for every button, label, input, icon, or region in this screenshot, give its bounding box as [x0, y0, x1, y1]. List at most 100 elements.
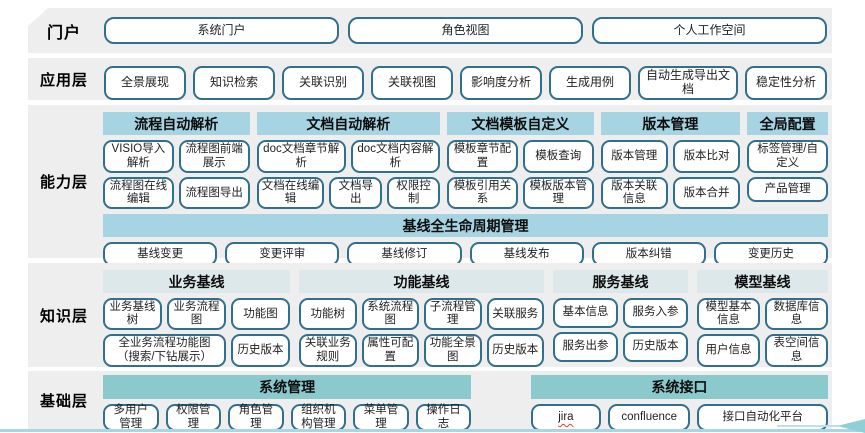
- diagram-box: 生成用例: [549, 66, 631, 100]
- diagram-box: 文档在线编辑: [256, 177, 325, 210]
- group-header: 文档模板自定义: [447, 112, 594, 135]
- group-header: 系统接口: [530, 375, 828, 399]
- diagram-box: 业务流程图: [167, 298, 226, 331]
- capability-group-process: 流程自动解析 VISIO导入解析流程图前端展示 流程图在线编辑流程图导出: [103, 112, 250, 213]
- diagram-box: VISIO导入解析: [103, 140, 174, 173]
- diagram-box: 模板章节配置: [447, 140, 518, 173]
- diagram-box: 权限管理: [165, 404, 222, 431]
- diagram-box: 模板版本管理: [522, 177, 594, 210]
- diagram-box: doc文档内容解析: [350, 140, 441, 173]
- diagram-box: 基线变更: [103, 242, 218, 267]
- group-header: 版本管理: [600, 112, 741, 135]
- diagram-box: 权限控制: [387, 177, 441, 210]
- diagram-box: 流程图导出: [178, 177, 250, 210]
- diagram-box: 服务出参: [553, 332, 618, 362]
- diagram-box: 组织机构管理: [290, 404, 347, 431]
- diagram-box: 关联识别: [282, 66, 364, 100]
- diagram-box: 知识检索: [193, 66, 275, 100]
- diagram-box: 角色管理: [228, 404, 284, 431]
- diagram-box: 版本关联信息: [600, 177, 668, 210]
- portal-layer-label: 门户: [46, 24, 81, 42]
- application-layer-band: 应用层 全景展现知识检索关联识别关联视图影响度分析生成用例自动生成导出文档稳定性…: [28, 58, 832, 100]
- diagram-box: 历史版本: [230, 334, 290, 367]
- group-header: 模型基线: [697, 270, 828, 293]
- diagram-box: 全业务流程功能图（搜索/下钻展示）: [103, 334, 226, 367]
- diagram-box: 业务基线树: [103, 298, 162, 331]
- arrow-left-icon: [837, 419, 865, 433]
- diagram-box: 属性可配置: [361, 334, 419, 367]
- diagram-box: 操作日志: [415, 404, 472, 431]
- diagram-box: 关联服务: [486, 298, 544, 331]
- portal-items: 系统门户角色视图个人工作空间: [103, 8, 828, 53]
- capability-group-version: 版本管理 版本管理版本比对 版本关联信息版本合并: [600, 112, 741, 213]
- diagram-box: 变更历史: [713, 242, 829, 267]
- diagram-box: 模板查询: [522, 140, 594, 173]
- knowledge-group-model: 模型基线 模型基本信息数据库信息 用户信息表空间信息: [697, 270, 828, 367]
- group-header: 系统管理: [103, 375, 472, 399]
- diagram-box: 数据库信息: [765, 298, 828, 331]
- diagram-box: 关联视图: [371, 66, 453, 100]
- diagram-box: 基本信息: [553, 298, 618, 328]
- application-layer-label: 应用层: [39, 71, 88, 89]
- knowledge-layer-label: 知识层: [39, 307, 88, 325]
- baseline-lifecycle-header: 基线全生命周期管理: [103, 214, 828, 238]
- diagram-box: 关联业务规则: [299, 334, 357, 367]
- diagram-box: 服务入参: [623, 298, 688, 328]
- diagram-box: 版本比对: [672, 140, 741, 173]
- diagram-box: 角色视图: [348, 17, 583, 44]
- diagram-box: 功能树: [299, 298, 357, 331]
- diagram-box: 版本合并: [672, 177, 741, 210]
- base-layer-label: 基础层: [39, 392, 88, 410]
- diagram-box: 产品管理: [747, 177, 828, 202]
- capability-groups: 流程自动解析 VISIO导入解析流程图前端展示 流程图在线编辑流程图导出 文档自…: [103, 112, 828, 213]
- application-items: 全景展现知识检索关联识别关联视图影响度分析生成用例自动生成导出文档稳定性分析: [103, 58, 828, 108]
- knowledge-groups: 业务基线 业务基线树业务流程图功能图 全业务流程功能图（搜索/下钻展示）历史版本…: [103, 270, 828, 367]
- knowledge-group-service: 服务基线 基本信息服务入参 服务出参历史版本: [553, 270, 688, 367]
- group-header: 业务基线: [103, 270, 290, 293]
- diagram-box: 菜单管理: [353, 404, 409, 431]
- diagram-box: 版本管理: [600, 140, 668, 173]
- capability-group-global: 全局配置 标签管理/自定义 产品管理: [747, 112, 828, 213]
- diagram-box: 表空间信息: [765, 334, 828, 367]
- portal-layer-band: 门户 系统门户角色视图个人工作空间: [28, 8, 832, 53]
- base-layer-band: 基础层 系统管理 多用户管理权限管理角色管理组织机构管理菜单管理操作日志 系统接…: [28, 371, 832, 431]
- capability-layer-label: 能力层: [39, 174, 88, 191]
- arrow-tail-line: [777, 425, 839, 427]
- diagram-box: 流程图在线编辑: [103, 177, 174, 210]
- diagram-box: 模型基本信息: [697, 298, 760, 331]
- group-header: 文档自动解析: [256, 112, 441, 135]
- diagram-box: 标签管理/自定义: [747, 140, 828, 173]
- diagram-box: 功能全景图: [424, 334, 482, 367]
- diagram-box: 基线修订: [347, 242, 462, 267]
- group-header: 流程自动解析: [103, 112, 250, 135]
- diagram-box: 多用户管理: [103, 404, 159, 431]
- diagram-box: 模板引用关系: [447, 177, 518, 210]
- diagram-box: 个人工作空间: [592, 17, 827, 44]
- diagram-box: 功能图: [231, 298, 290, 331]
- diagram-box: 子流程管理: [424, 298, 482, 331]
- diagram-box: doc文档章节解析: [256, 140, 346, 173]
- diagram-box: 系统门户: [104, 17, 339, 44]
- diagram-box: 全景展现: [104, 66, 186, 100]
- capability-layer-band: 能力层 流程自动解析 VISIO导入解析流程图前端展示 流程图在线编辑流程图导出…: [28, 105, 832, 267]
- group-header: 功能基线: [299, 270, 544, 293]
- diagram-box: 历史版本: [623, 332, 688, 362]
- diagram-box: 历史版本: [486, 334, 544, 367]
- group-header: 全局配置: [747, 112, 828, 135]
- knowledge-layer-band: 知识层 业务基线 业务基线树业务流程图功能图 全业务流程功能图（搜索/下钻展示）…: [28, 263, 832, 367]
- diagram-box: jira: [530, 404, 602, 431]
- base-group-system-management: 系统管理 多用户管理权限管理角色管理组织机构管理菜单管理操作日志: [103, 375, 472, 431]
- diagram-box: 流程图前端展示: [178, 140, 250, 173]
- diagram-box: 自动生成导出文档: [638, 66, 738, 100]
- group-header: 服务基线: [553, 270, 688, 293]
- diagram-box: 版本纠错: [591, 242, 706, 267]
- knowledge-group-business: 业务基线 业务基线树业务流程图功能图 全业务流程功能图（搜索/下钻展示）历史版本: [103, 270, 290, 367]
- knowledge-group-function: 功能基线 功能树系统流程图子流程管理关联服务 关联业务规则属性可配置功能全景图历…: [299, 270, 544, 367]
- capability-group-template: 文档模板自定义 模板章节配置模板查询 模板引用关系模板版本管理: [447, 112, 594, 213]
- bottom-accent-line: [0, 429, 865, 432]
- diagram-box: 用户信息: [697, 334, 760, 367]
- diagram-box: 文档导出: [329, 177, 383, 210]
- diagram-box: 影响度分析: [460, 66, 542, 100]
